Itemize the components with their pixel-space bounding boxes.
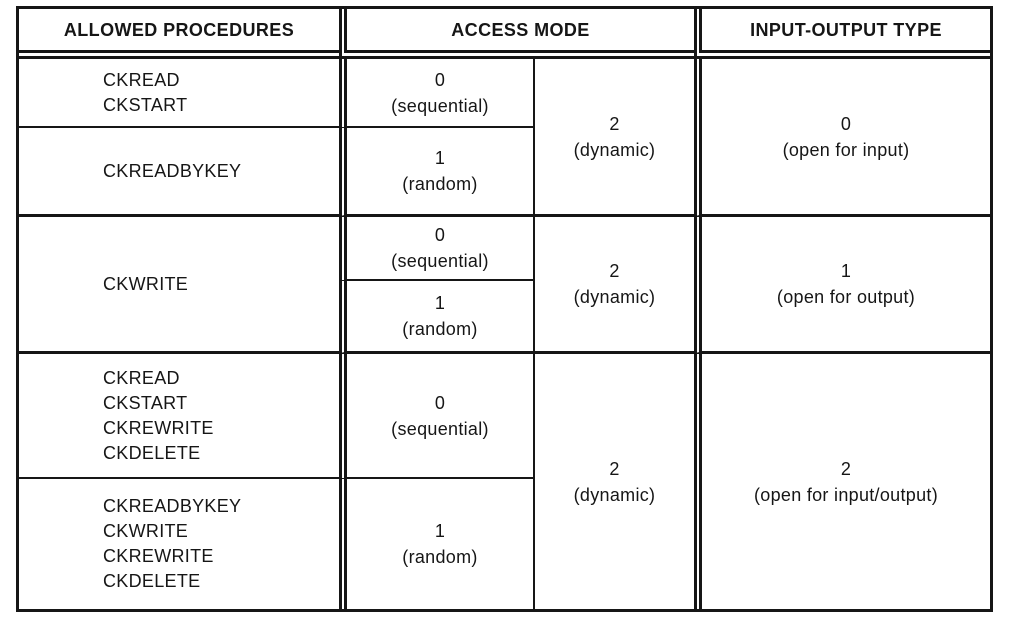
access-mode-value: 0 bbox=[434, 392, 446, 413]
access-mode-value: 2 bbox=[609, 113, 620, 134]
header-input-output-type: INPUT-OUTPUT TYPE bbox=[694, 9, 990, 59]
access-mode-cell-group2-dynamic: 2 (dynamic) bbox=[533, 217, 694, 354]
access-mode-label: (random) bbox=[402, 319, 478, 339]
access-mode-value: 1 bbox=[434, 148, 446, 168]
access-mode-label: (sequential) bbox=[391, 418, 489, 439]
access-mode-cell-group1-dynamic: 2 (dynamic) bbox=[533, 59, 694, 217]
procedures-cell-group1-bottom: CKREADBYKEY bbox=[19, 128, 339, 217]
io-type-cell-group2: 1 (open for output) bbox=[694, 217, 990, 354]
procedures-cell-group1-top: CKREAD CKSTART bbox=[19, 59, 339, 128]
io-type-label: (open for input) bbox=[782, 139, 910, 160]
access-mode-label: (random) bbox=[402, 547, 478, 567]
io-type-value: 1 bbox=[840, 261, 852, 281]
access-mode-cell-group3-random: 1 (random) bbox=[339, 479, 533, 609]
access-mode-label: (dynamic) bbox=[573, 139, 656, 160]
access-mode-cell-group3-sequential: 0 (sequential) bbox=[339, 354, 533, 479]
access-mode-value: 0 bbox=[434, 69, 446, 90]
access-mode-cell-group3-dynamic: 2 (dynamic) bbox=[533, 354, 694, 609]
access-mode-label: (sequential) bbox=[391, 251, 489, 271]
access-mode-value: 0 bbox=[434, 225, 446, 245]
procedures-cell-group3-bottom: CKREADBYKEY CKWRITE CKREWRITE CKDELETE bbox=[103, 496, 242, 591]
io-type-value: 0 bbox=[840, 113, 852, 134]
access-mode-label: (dynamic) bbox=[573, 484, 656, 505]
access-mode-value: 1 bbox=[434, 521, 446, 541]
access-mode-cell-group1-sequential: 0 (sequential) bbox=[339, 59, 533, 128]
procedures-cell-group3-top: CKREAD CKSTART CKREWRITE CKDELETE bbox=[19, 354, 339, 479]
access-mode-cell-group2-random: 1 (random) bbox=[339, 281, 533, 354]
header-access-mode: ACCESS MODE bbox=[339, 9, 694, 59]
io-type-label: (open for output) bbox=[776, 287, 916, 307]
io-type-cell-group3: 2 (open for input/output) bbox=[694, 354, 990, 609]
access-mode-value: 2 bbox=[609, 261, 620, 281]
access-mode-value: 2 bbox=[609, 458, 620, 479]
access-mode-value: 1 bbox=[434, 293, 446, 313]
access-mode-label: (random) bbox=[402, 174, 478, 194]
io-type-label: (open for input/output) bbox=[753, 484, 939, 505]
procedures-access-table: ALLOWED PROCEDURES ACCESS MODE INPUT-OUT… bbox=[16, 6, 993, 612]
access-mode-cell-group1-random: 1 (random) bbox=[339, 128, 533, 217]
io-type-value: 2 bbox=[840, 458, 852, 479]
io-type-cell-group1: 0 (open for input) bbox=[694, 59, 990, 217]
procedures-cell-group2: CKWRITE bbox=[19, 217, 339, 354]
access-mode-cell-group2-sequential: 0 (sequential) bbox=[339, 217, 533, 281]
access-mode-label: (dynamic) bbox=[573, 287, 656, 307]
header-allowed-procedures: ALLOWED PROCEDURES bbox=[19, 9, 339, 59]
access-mode-label: (sequential) bbox=[391, 95, 489, 116]
